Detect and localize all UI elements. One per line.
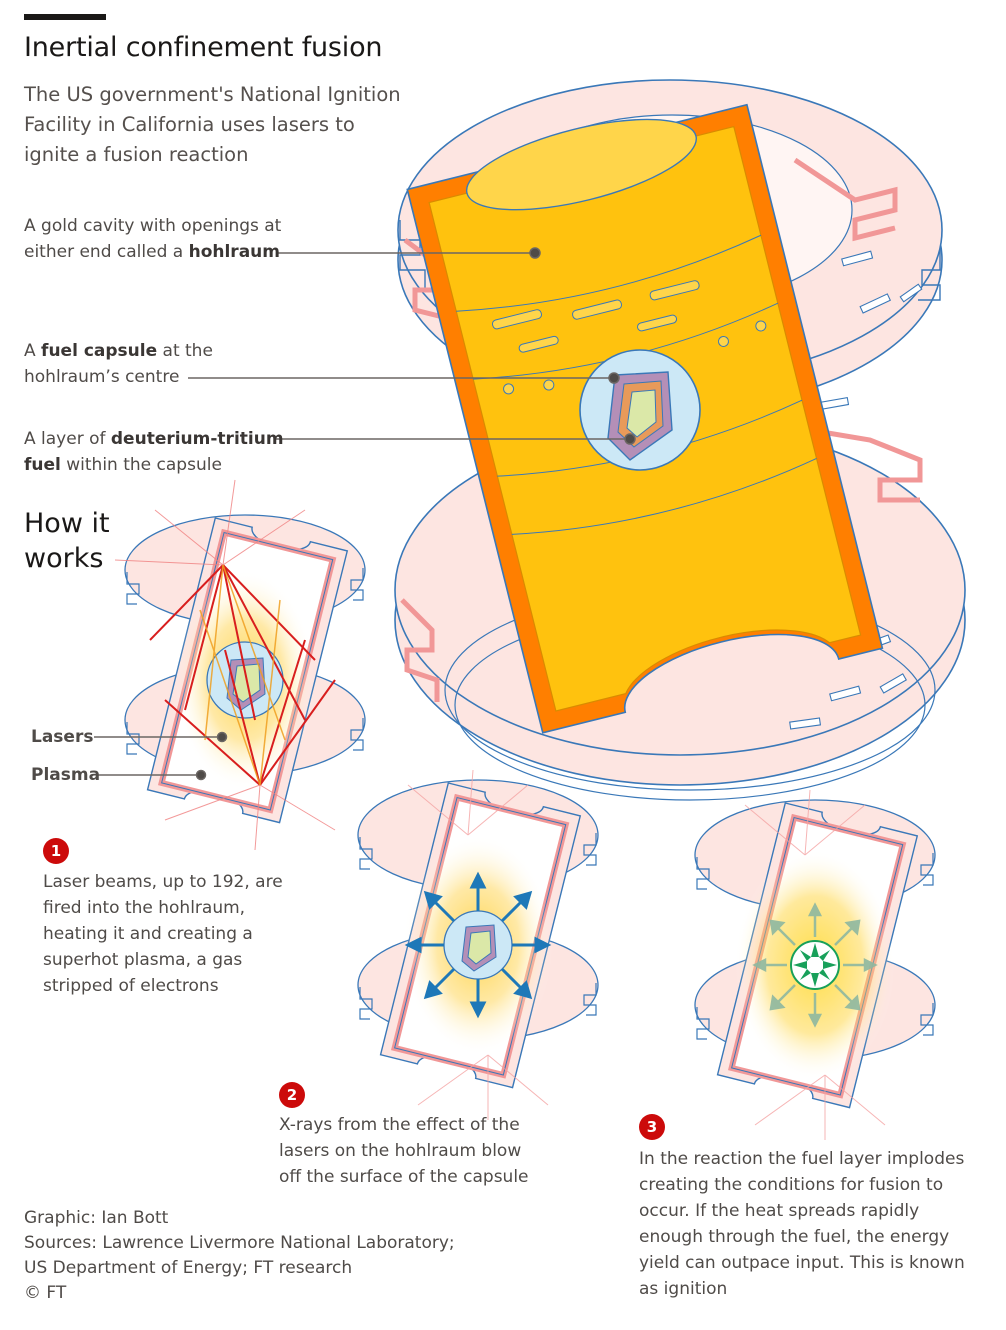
step-1-illustration xyxy=(114,479,365,851)
plasma-label: Plasma xyxy=(31,765,101,785)
implosion-burst xyxy=(793,943,837,987)
hohlraum-callout-line1: A gold cavity with openings at xyxy=(24,216,282,236)
how-it-works-heading: How it works xyxy=(24,508,110,574)
fuel-layer-callout-line2: fuel within the capsule xyxy=(24,455,222,475)
main-hohlraum-illustration xyxy=(394,79,966,801)
fuel-capsule-callout-line1: A fuel capsule at the xyxy=(24,341,213,361)
step-2-illustration xyxy=(358,769,598,1120)
step-2-text: X-rays from the effect of the lasers on … xyxy=(279,1115,529,1187)
fuel-layer-callout: A layer of deuterium-tritium fuel within… xyxy=(24,426,284,478)
fuel-layer-callout-line1: A layer of deuterium-tritium xyxy=(24,429,284,449)
step-3-badge: 3 xyxy=(639,1114,665,1140)
hohlraum-callout: A gold cavity with openings at either en… xyxy=(24,213,281,265)
fuel-capsule-callout-line2: hohlraum’s centre xyxy=(24,367,180,387)
sources-line-1: Sources: Lawrence Livermore National Lab… xyxy=(24,1233,455,1253)
step-3-illustration xyxy=(695,789,935,1140)
sources-line-2: US Department of Energy; FT research xyxy=(24,1258,353,1278)
hohlraum-callout-line2: either end called a hohlraum xyxy=(24,242,280,262)
step-1-text: Laser beams, up to 192, are fired into t… xyxy=(43,872,283,996)
page-subtitle: The US government's National Ignition Fa… xyxy=(24,83,401,166)
step-1-pointers xyxy=(94,731,228,781)
xray-blowoff-arrows xyxy=(404,871,552,1019)
step-1-badge: 1 xyxy=(43,838,69,864)
top-rule xyxy=(24,14,106,20)
callout-leaders xyxy=(188,247,636,445)
footer-credits: Graphic: Ian Bott Sources: Lawrence Live… xyxy=(24,1206,455,1306)
page-title: Inertial confinement fusion xyxy=(24,32,383,63)
fuel-capsule-callout: A fuel capsule at the hohlraum’s centre xyxy=(24,338,213,390)
step-2-badge: 2 xyxy=(279,1082,305,1108)
copyright: © FT xyxy=(24,1283,67,1303)
energy-spread-arrows xyxy=(752,902,878,1028)
lasers-label: Lasers xyxy=(31,727,94,747)
step-3-text: In the reaction the fuel layer implodes … xyxy=(639,1149,965,1299)
graphic-credit: Graphic: Ian Bott xyxy=(24,1208,169,1228)
